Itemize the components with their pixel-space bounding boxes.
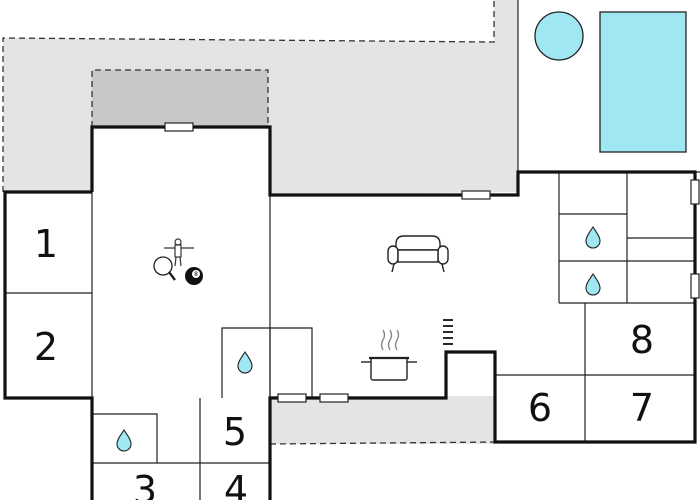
billiard-ball-icon: 8 xyxy=(185,267,203,285)
room-labels: 1 2 3 4 5 6 7 8 xyxy=(34,222,654,500)
room-number: 6 xyxy=(528,386,552,430)
room-number: 1 xyxy=(34,222,58,266)
water-drop-icon xyxy=(116,429,132,452)
water-drop-icon xyxy=(237,351,253,374)
wall-west-block xyxy=(3,190,94,500)
bathroom-icons xyxy=(116,226,601,452)
exterior-walls xyxy=(3,125,697,500)
room-number: 4 xyxy=(224,468,248,500)
cooking-pot-icon xyxy=(361,329,417,381)
terrace-south xyxy=(270,396,495,444)
water-drop-icon xyxy=(585,226,601,249)
table-football-icon xyxy=(164,238,194,267)
game-room-icons: 8 xyxy=(153,238,203,285)
pool-area xyxy=(517,0,700,173)
billiard-ball-number: 8 xyxy=(194,271,198,278)
table-tennis-icon xyxy=(153,256,176,281)
windows xyxy=(164,122,700,403)
sofa-icon xyxy=(387,235,449,273)
water-drop-icon xyxy=(585,273,601,296)
covered-terrace-outline xyxy=(91,69,269,127)
room-number: 5 xyxy=(223,410,247,454)
room-number: 8 xyxy=(630,318,654,362)
interior-partitions xyxy=(5,172,695,500)
covered-terrace xyxy=(92,70,268,127)
room-number: 2 xyxy=(34,325,58,369)
room-number: 3 xyxy=(133,468,157,500)
hot-tub-icon xyxy=(534,11,584,61)
terraces xyxy=(2,0,518,445)
terrace-south-outline xyxy=(269,441,496,445)
room-number: 7 xyxy=(630,386,654,430)
wall-game-room-north xyxy=(90,125,697,500)
swimming-pool-icon xyxy=(599,11,687,153)
stairs-icon xyxy=(443,319,453,345)
